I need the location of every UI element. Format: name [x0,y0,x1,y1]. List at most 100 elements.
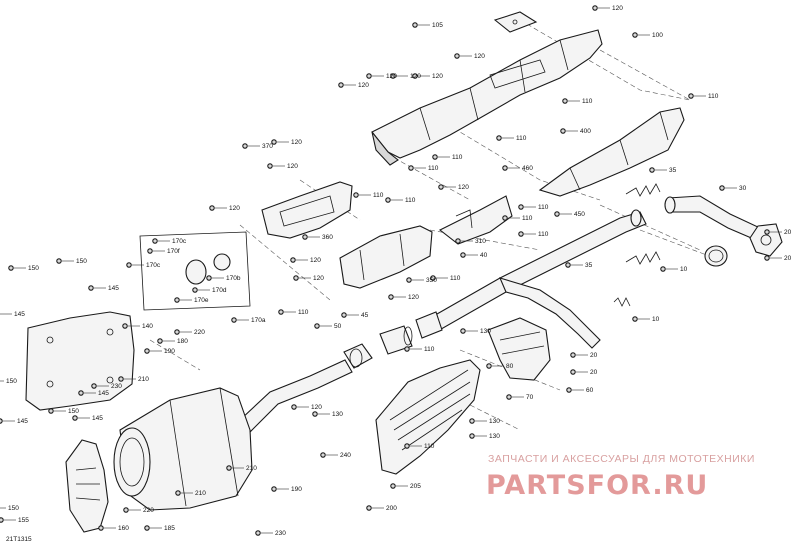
callout-label: 200 [386,505,397,512]
callout-label: 110 [538,231,549,238]
fastener-icon [192,287,198,293]
fastener-icon [570,352,576,358]
spark-arrestor-inset [139,231,251,311]
callout-label: 150 [68,408,79,415]
bracket-310 [438,195,513,245]
fastener-icon [231,317,237,323]
callout-label: 110 [373,192,384,199]
callout-label: 210 [246,465,257,472]
end-cap-160 [65,439,109,533]
fastener-icon [366,73,372,79]
callout-label: 370 [262,143,273,150]
sleeve-45 [379,325,413,355]
callout-label: 10 [652,316,660,323]
mid-pipe-170a [239,359,353,433]
callout-label: 70 [526,394,534,401]
callout-label: 230 [111,383,122,390]
fastener-icon [649,167,655,173]
callout-label: 10 [680,266,688,273]
callout-label: 220 [194,329,205,336]
callout-label: 350 [426,277,437,284]
fastener-icon [78,390,84,396]
fastener-icon [592,5,598,11]
fastener-icon [566,387,572,393]
fastener-icon [353,192,359,198]
callout-label: 150 [76,258,87,265]
callout-label: 110 [516,135,527,142]
fastener-icon [271,486,277,492]
fastener-icon [502,165,508,171]
header-pipe-30 [664,195,783,257]
callout-label: 50 [334,323,342,330]
callout-label: 170e [194,297,209,304]
fastener-icon [660,266,666,272]
fastener-icon [118,376,124,382]
callout-label: 120 [408,294,419,301]
fastener-icon [469,433,475,439]
fastener-icon [56,258,62,264]
fastener-icon [764,229,770,235]
fastener-icon [320,452,326,458]
fastener-icon [385,197,391,203]
callout-label: 120 [287,163,298,170]
fastener-icon [174,329,180,335]
callout-label: 145 [14,311,25,318]
callout-label: 120 [410,73,421,80]
callout-label: 110 [708,93,719,100]
callout-label: 130 [480,328,491,335]
fastener-icon [209,205,215,211]
callout-leader-lines [0,7,782,534]
heat-shield-400 [538,107,685,197]
bracket-360 [261,181,353,239]
callout-label: 30 [739,185,747,192]
callout-label: 20 [784,255,792,262]
callout-label: 20 [590,369,598,376]
callout-label: 170a [251,317,266,324]
springs-35 [625,183,661,265]
callout-label: 150 [28,265,39,272]
fastener-icon [0,418,3,424]
callout-label: 145 [92,415,103,422]
fastener-icon [341,312,347,318]
fastener-icon [126,262,132,268]
callout-label: 170d [212,287,227,294]
fastener-icon [486,363,492,369]
callout-label: 155 [18,517,29,524]
callout-label: 110 [428,165,439,172]
fastener-icon [293,275,299,281]
fastener-icon [122,323,128,329]
callout-label: 240 [340,452,351,459]
fastener-icon [271,139,277,145]
fastener-icon [157,338,163,344]
fastener-icon [518,231,524,237]
fastener-icon [226,465,232,471]
callout-label: 120 [291,139,302,146]
fastener-icon [404,443,410,449]
callout-label: 170c [146,262,161,269]
callout-label: 180 [177,338,188,345]
callout-label: 220 [143,507,154,514]
callout-label: 130 [332,411,343,418]
clamp-50 [343,343,373,369]
pipe-40 [429,209,647,349]
callout-label: 120 [358,82,369,89]
callout-label: 120 [310,257,321,264]
callout-label: 185 [164,525,175,532]
fastener-icon [455,238,461,244]
fastener-icon [430,275,436,281]
fastener-icon [632,316,638,322]
fastener-icon [454,53,460,59]
callout-label: 110 [298,309,309,316]
fastener-icon [278,309,284,315]
callout-label: 145 [17,418,28,425]
fastener-icon [460,252,466,258]
fastener-icon [72,415,78,421]
fastener-icon [338,82,344,88]
callout-label: 145 [98,390,109,397]
callout-label: 140 [142,323,153,330]
callout-label: 35 [669,167,677,174]
callout-label: 120 [386,73,397,80]
fastener-icon [255,530,261,536]
callout-label: 205 [410,483,421,490]
callout-label: 230 [275,530,286,537]
